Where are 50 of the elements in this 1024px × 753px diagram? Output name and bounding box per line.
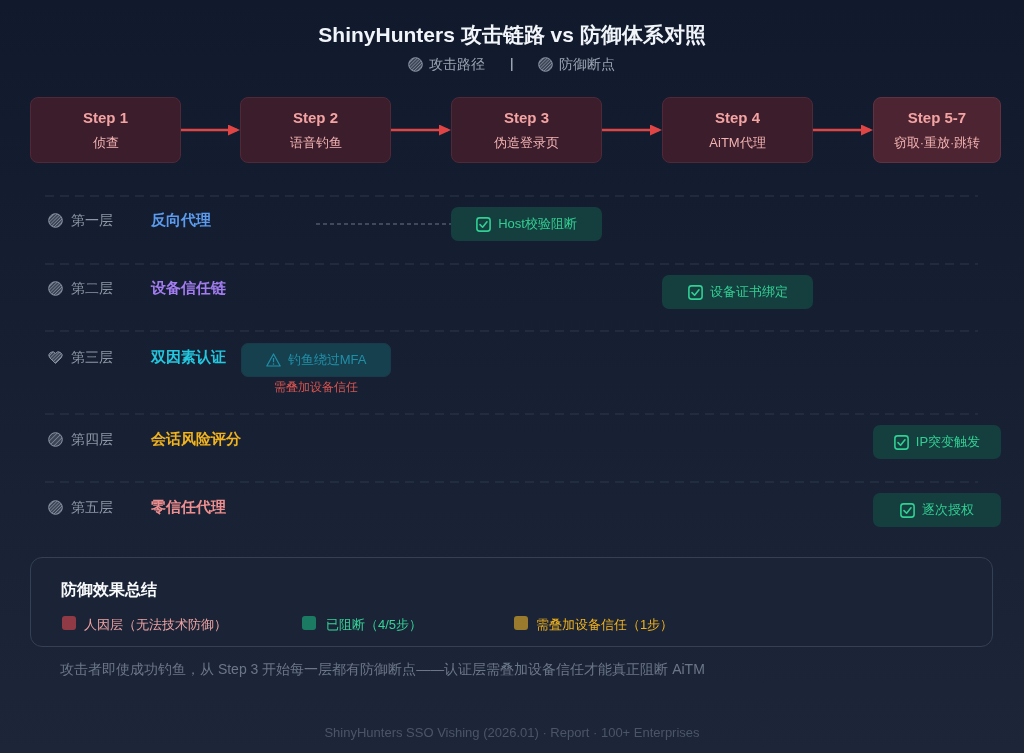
step-box xyxy=(240,97,391,163)
dashed-line xyxy=(315,223,452,225)
step-label: 窃取·重放·跳转 xyxy=(893,134,981,152)
layer-name: 零信任代理 xyxy=(151,497,226,517)
step-label: AiTM代理 xyxy=(709,134,766,152)
legend-label: 需叠加设备信任（1步） xyxy=(536,616,674,634)
badge-label: IP突变触发 xyxy=(915,433,981,451)
defense-badge xyxy=(662,275,813,309)
legend-label: 人因层（无法技术防御） xyxy=(84,616,227,634)
arrow xyxy=(181,124,240,136)
badge-label: 设备证书绑定 xyxy=(709,283,788,301)
step-label: 伪造登录页 xyxy=(494,134,559,152)
layer-number: 第三层 xyxy=(71,347,113,367)
step-title: Step 3 xyxy=(504,108,549,128)
arrow xyxy=(391,124,451,136)
layer-name: 会话风险评分 xyxy=(151,429,241,449)
defense-badge xyxy=(873,425,1001,459)
step-box xyxy=(662,97,813,163)
badge-label: 钓鱼绕过MFA xyxy=(287,351,367,369)
defense-badge xyxy=(451,207,602,241)
warning-badge xyxy=(241,343,391,377)
layer-number: 第一层 xyxy=(71,210,113,230)
panel-heading: 防御效果总结 xyxy=(61,580,157,600)
defense-badge xyxy=(873,493,1001,527)
legend-label: 已阻断（4/5步） xyxy=(326,616,423,634)
layer-name: 反向代理 xyxy=(151,210,211,230)
legend-label: 攻击路径 xyxy=(429,54,485,74)
summary-panel xyxy=(30,557,993,647)
layer-number: 第二层 xyxy=(71,278,113,298)
arrow xyxy=(813,124,873,136)
badge-note: 需叠加设备信任 xyxy=(274,379,358,395)
layer-name: 设备信任链 xyxy=(151,278,226,298)
layer-number: 第五层 xyxy=(71,497,113,517)
note-text: 攻击者即使成功钓鱼，从 Step 3 开始每一层都有防御断点——认证层需叠加设备信任才能真正阻断 AiTM xyxy=(60,659,705,679)
layer-name: 双因素认证 xyxy=(151,347,226,367)
step-box xyxy=(30,97,181,163)
step-label: 语音钓鱼 xyxy=(289,134,342,152)
legend-label: 防御断点 xyxy=(559,54,615,74)
title: ShinyHunters 攻击链路 vs 防御体系对照 xyxy=(318,22,706,48)
step-title: Step 1 xyxy=(83,108,128,128)
badge-label: Host校验阻断 xyxy=(498,215,577,233)
step-title: Step 2 xyxy=(293,108,338,128)
step-label: 侦查 xyxy=(92,134,119,152)
arrow xyxy=(602,124,662,136)
layer-number: 第四层 xyxy=(71,429,113,449)
step-box xyxy=(451,97,602,163)
step-box xyxy=(873,97,1001,163)
badge-label: 逐次授权 xyxy=(922,501,974,519)
step-title: Step 4 xyxy=(715,108,760,128)
step-title: Step 5-7 xyxy=(907,108,967,128)
